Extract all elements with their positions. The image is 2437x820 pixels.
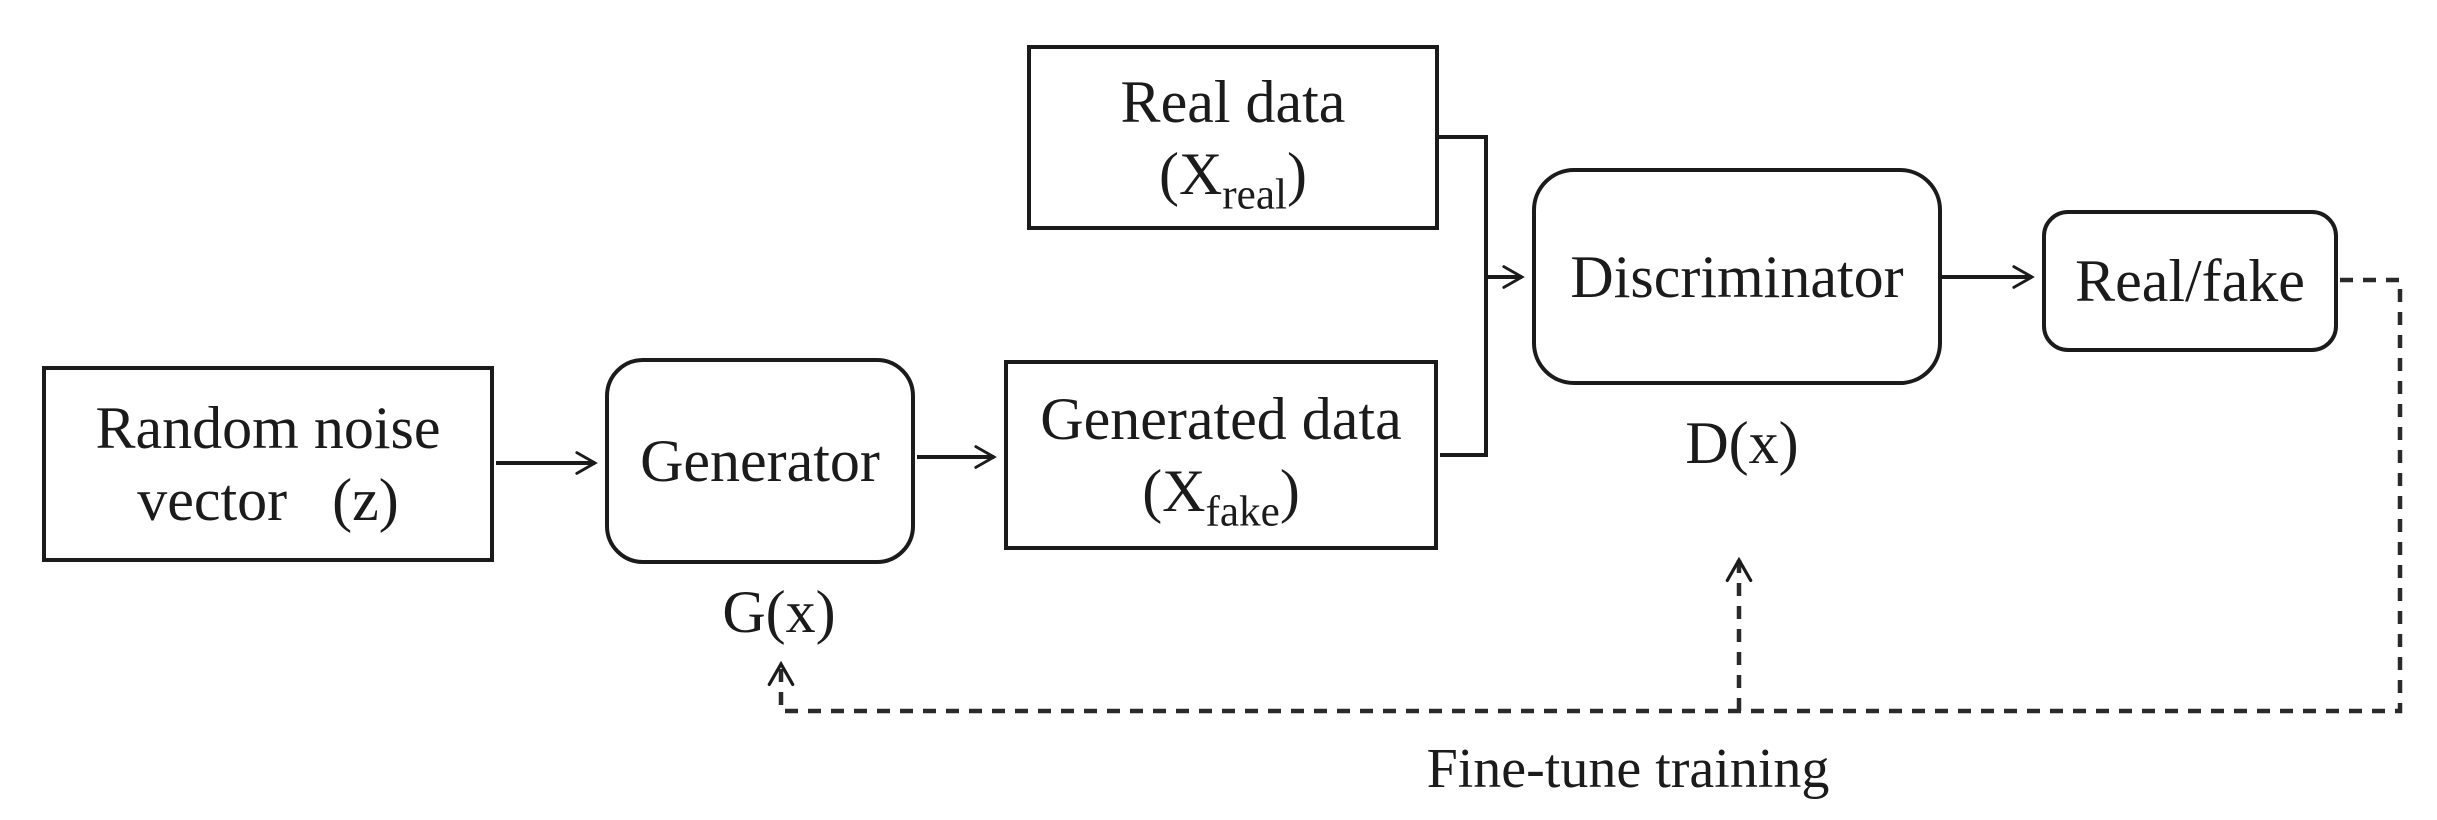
real-data-formula: (Xreal) <box>1158 140 1307 219</box>
generated-data-box: Generated data (Xfake) <box>1004 360 1438 550</box>
feedback-dashed-path-to-generator <box>767 277 2403 714</box>
generated-data-line1: Generated data <box>1040 386 1402 452</box>
generated-data-formula: (Xfake) <box>1142 458 1300 536</box>
real-fake-box: Real/fake <box>2042 210 2338 352</box>
random-noise-box: Random noise vector (z) <box>42 366 494 562</box>
random-noise-line1: Random noise <box>95 395 441 461</box>
real-data-line1: Real data <box>1120 68 1346 135</box>
fine-tune-training-label: Fine-tune training <box>1426 738 1830 800</box>
generator-box: Generator <box>605 358 915 564</box>
real-fake-label: Real/fake <box>2075 248 2305 314</box>
discriminator-label: Discriminator <box>1570 243 1904 310</box>
real-data-box: Real data (Xreal) <box>1027 45 1439 230</box>
generator-output-label: G(x) <box>722 579 836 645</box>
generated-data-subscript: fake <box>1205 488 1280 536</box>
random-noise-line2: vector (z) <box>137 467 399 533</box>
real-data-subscript: real <box>1222 171 1288 219</box>
discriminator-box: Discriminator <box>1532 168 1942 385</box>
discriminator-output-label: D(x) <box>1685 410 1799 476</box>
merge-connector-real-and-generated <box>1439 135 1488 457</box>
generator-label: Generator <box>640 428 880 494</box>
